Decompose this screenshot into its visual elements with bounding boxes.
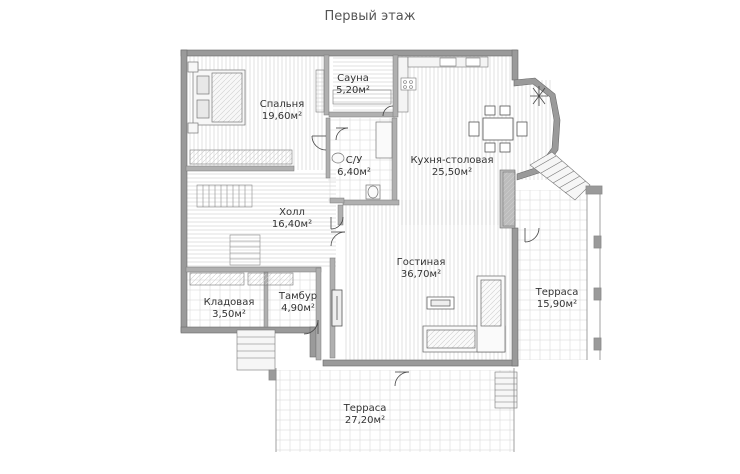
fireplace	[331, 289, 343, 327]
terrace-east-floor	[515, 190, 587, 360]
coffee-table	[426, 296, 455, 310]
kitchen-counter	[397, 56, 489, 113]
sauna-benches	[315, 69, 392, 113]
doors	[303, 105, 540, 387]
sofa	[422, 275, 506, 353]
exterior-stairs	[236, 151, 591, 409]
wardrobes	[189, 149, 516, 286]
sauna-floor	[333, 55, 395, 115]
bathroom-fixtures	[331, 121, 393, 200]
plant-icon	[530, 86, 548, 106]
dining-table	[468, 105, 528, 153]
terrace-railings	[268, 185, 603, 452]
plan-title: Первый этаж	[324, 9, 416, 24]
terrace-south-floor	[276, 370, 514, 452]
hall-floor	[186, 172, 336, 267]
staircase	[196, 184, 261, 266]
bed	[187, 61, 246, 134]
